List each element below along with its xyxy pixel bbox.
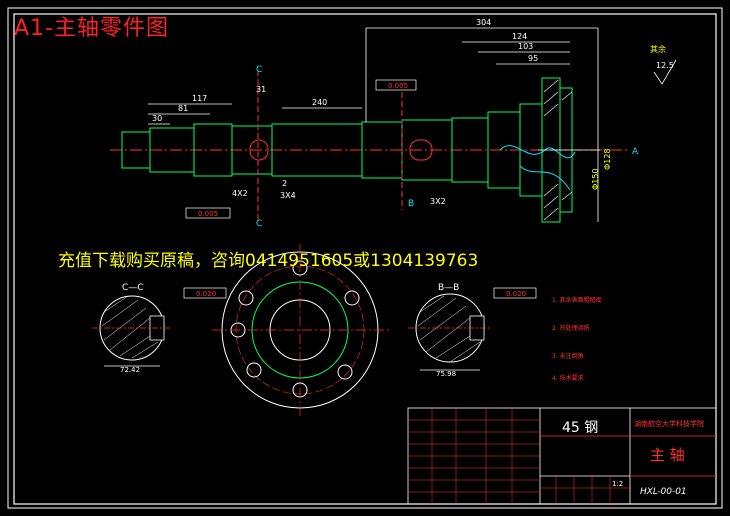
- part-name-text: 主 轴: [650, 446, 685, 464]
- dia-150: Φ150: [591, 168, 600, 190]
- tol-frame-4: [493, 287, 537, 299]
- flange-front-view: [212, 244, 390, 418]
- dim-3x4: 3X4: [280, 191, 296, 200]
- dim-4x2: 4X2: [232, 189, 248, 198]
- outer-frame: [7, 7, 723, 509]
- material-text: 45 钢: [562, 420, 598, 436]
- flange-hatch: [543, 79, 573, 221]
- mark-b: B: [408, 199, 414, 209]
- dim-117: 117: [192, 94, 207, 103]
- tol-frame-3: [183, 287, 227, 299]
- ad-banner: 充值下载购买原稿，咨询0414951605或1304139763: [58, 251, 479, 271]
- roughness-icon: [653, 59, 677, 85]
- tol-text-3: 0.020: [196, 290, 216, 298]
- tolerance-frames: 0.005 0.005 0.020 0.020: [183, 79, 537, 299]
- scale-text: 1:2: [612, 480, 623, 488]
- mark-c-top: C: [256, 65, 262, 75]
- bore-line-2: [519, 165, 571, 191]
- shaft-view: [110, 70, 630, 223]
- dimension-lines: [148, 27, 600, 222]
- section-c-view: C—C 72.42: [92, 283, 172, 374]
- tol-text-1: 0.005: [388, 82, 408, 90]
- dim-124: 124: [512, 32, 527, 41]
- note-4: 4. 技术要求: [552, 374, 584, 382]
- mark-a: A: [632, 147, 639, 157]
- section-c-label: C—C: [122, 283, 144, 293]
- school-text: 湖南航空大学科技学院: [634, 419, 704, 428]
- dim-3x2: 3X2: [430, 197, 446, 206]
- section-markers: C C B A: [256, 65, 639, 229]
- tol-frame-2: [185, 207, 231, 219]
- drawing-title: A1-主轴零件图: [14, 16, 169, 41]
- rough-value: 12.5: [656, 61, 674, 70]
- dim-304: 304: [476, 18, 491, 27]
- dim-31: 31: [256, 85, 266, 94]
- roughness-symbol: 其余 12.5: [650, 44, 677, 85]
- note-2: 2. 热处理调质: [552, 324, 590, 332]
- title-block: [407, 407, 717, 505]
- note-3: 3. 未注倒角: [552, 352, 584, 360]
- section-b-hatch: [417, 295, 481, 363]
- note-1: 1. 其余表面粗糙度: [552, 296, 602, 304]
- dia-128: Φ128: [603, 148, 612, 170]
- dim-72-42: 72.42: [120, 366, 140, 374]
- tol-frame-1: [375, 79, 417, 91]
- tol-text-2: 0.005: [198, 210, 218, 218]
- dim-95: 95: [528, 54, 538, 63]
- tol-text-4: 0.020: [506, 290, 526, 298]
- dim-240: 240: [312, 98, 327, 107]
- keyway-2: [409, 139, 433, 161]
- dim-2: 2: [282, 179, 287, 188]
- bore-line: [499, 145, 576, 159]
- inner-frame: [13, 13, 717, 505]
- title-block-texts: 45 钢 湖南航空大学科技学院 主 轴 HXL-00-01 1:2: [562, 419, 704, 497]
- technical-notes: 1. 其余表面粗糙度 2. 热处理调质 3. 未注倒角 4. 技术要求: [552, 296, 602, 382]
- rough-label: 其余: [650, 44, 666, 54]
- dim-103: 103: [518, 42, 533, 51]
- section-c-hatch: [101, 295, 159, 359]
- dim-81: 81: [178, 104, 188, 113]
- keyway-1: [249, 139, 269, 161]
- section-b-label: B—B: [438, 283, 459, 293]
- flange-bolt-holes: [230, 260, 360, 398]
- section-b-view: B—B 75.98: [408, 283, 492, 378]
- mark-c-bottom: C: [256, 219, 262, 229]
- dimension-texts: 304 124 103 95 117 81 30 240 31 4X2 3X4 …: [152, 18, 612, 206]
- flange-outline: [541, 77, 561, 223]
- dim-30: 30: [152, 114, 162, 123]
- dim-75-98: 75.98: [436, 370, 456, 378]
- drawing-no-text: HXL-00-01: [640, 487, 687, 497]
